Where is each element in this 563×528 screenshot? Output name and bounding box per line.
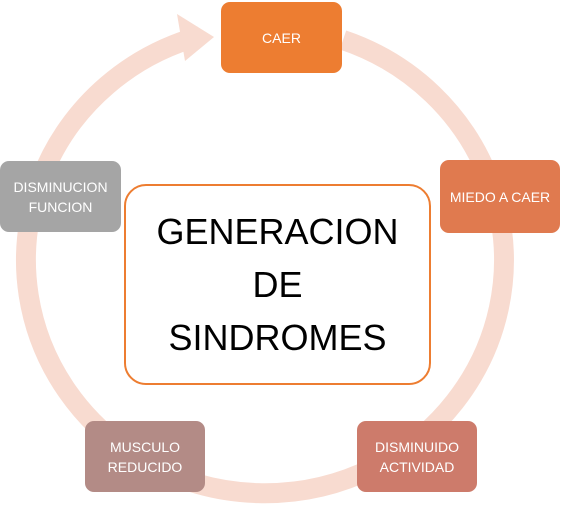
cycle-node-miedo-a-caer: MIEDO A CAER — [440, 160, 560, 233]
node-label: CAER — [262, 28, 301, 48]
node-label: DISMINUCION FUNCION — [13, 177, 107, 217]
cycle-arrowhead-icon — [177, 14, 214, 61]
cycle-node-musculo-reducido: MUSCULO REDUCIDO — [85, 421, 205, 492]
center-title-line: DE — [252, 264, 303, 305]
node-label-line: DISMINUIDO — [375, 438, 459, 455]
center-title-line: GENERACION — [156, 211, 399, 252]
node-label-line: FUNCION — [28, 198, 93, 215]
node-label-line: ACTIVIDAD — [379, 458, 455, 475]
node-label-line: DISMINUCION — [13, 178, 108, 195]
cycle-node-disminuido-actividad: DISMINUIDO ACTIVIDAD — [357, 421, 477, 492]
center-title-box: GENERACION DE SINDROMES — [124, 184, 431, 385]
node-label: DISMINUIDO ACTIVIDAD — [375, 437, 459, 477]
center-title-line: SINDROMES — [168, 317, 387, 358]
cycle-node-caer: CAER — [221, 2, 342, 73]
node-label: MUSCULO REDUCIDO — [108, 437, 183, 477]
node-label-line: MIEDO A CAER — [449, 188, 551, 205]
node-label-line: MUSCULO — [109, 438, 180, 455]
node-label: MIEDO A CAER — [450, 187, 550, 207]
cycle-node-disminucion-funcion: DISMINUCION FUNCION — [0, 161, 121, 232]
node-label-line: REDUCIDO — [107, 458, 183, 475]
node-label-line: CAER — [262, 29, 301, 46]
